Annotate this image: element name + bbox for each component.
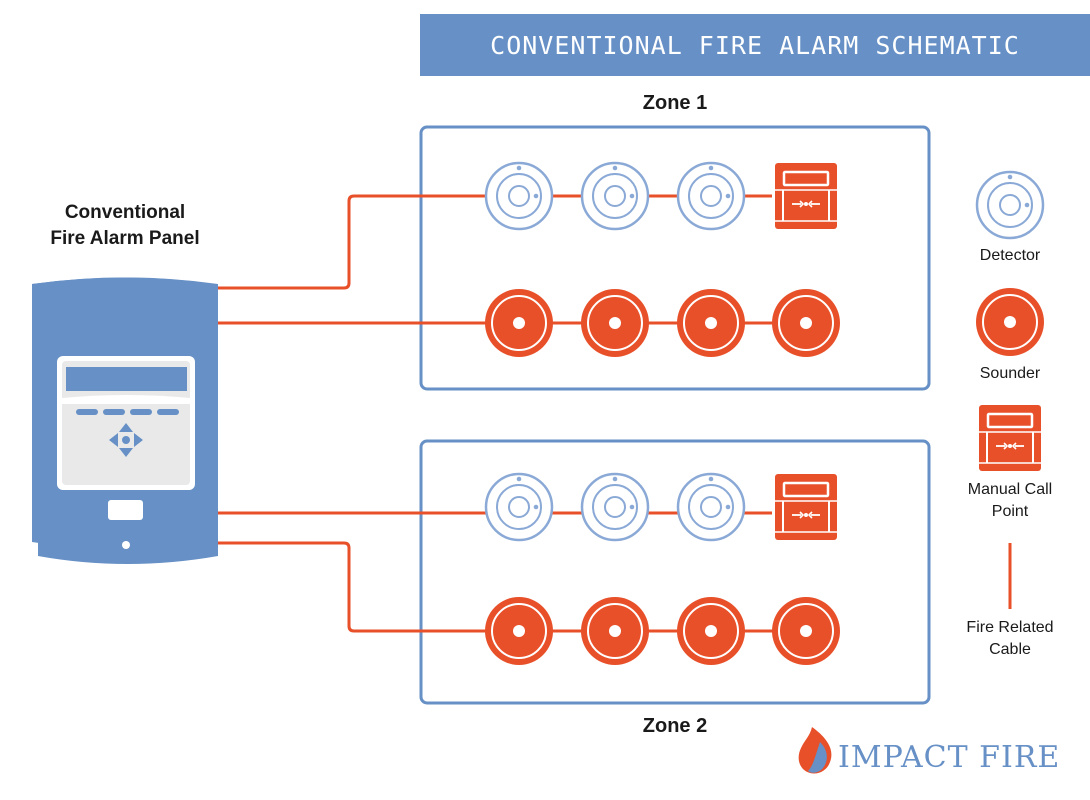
zone-2-detector (580, 472, 650, 542)
zone-1-manual-call-point (773, 161, 839, 231)
brand-name: IMPACT FIRE (838, 740, 1061, 775)
zone-2-detector (676, 472, 746, 542)
zone-1-sounder (771, 288, 841, 358)
zone-2-label: Zone 2 (642, 715, 708, 737)
zone-2-sounder (771, 596, 841, 666)
zone-1-detector (580, 161, 650, 231)
legend-mcp-line1: Manual Call (967, 481, 1053, 498)
panel-function-buttons (76, 409, 179, 415)
panel-lcd (66, 367, 187, 391)
legend-detector-icon (975, 170, 1045, 240)
panel-navigation-pad (109, 423, 143, 457)
title-banner: CONVENTIONAL FIRE ALARM SCHEMATIC (420, 14, 1090, 76)
cable-zone-2-sounders (215, 541, 810, 633)
diagram-title: CONVENTIONAL FIRE ALARM SCHEMATIC (490, 30, 1020, 60)
impact-fire-flame-logo (798, 727, 832, 774)
legend-cable-line1: Fire Related (966, 619, 1054, 636)
panel-title-line2: Fire Alarm Panel (50, 228, 200, 249)
zone-1-detector (676, 161, 746, 231)
legend-sounder-label: Sounder (979, 365, 1041, 382)
legend-cable-line2: Cable (989, 641, 1031, 658)
zone-2-box (419, 439, 931, 705)
zone-1-label: Zone 1 (642, 92, 708, 114)
legend-manual-call-point-icon (977, 403, 1043, 473)
zone-1-sounder (580, 288, 650, 358)
panel-key-slot (108, 500, 143, 520)
zone-2-sounder (580, 596, 650, 666)
legend-sounder-icon (975, 287, 1045, 357)
zone-1-sounder (484, 288, 554, 358)
zone-1-sounder (676, 288, 746, 358)
legend-detector-label: Detector (979, 247, 1041, 264)
zone-2-manual-call-point (773, 472, 839, 542)
zone-2-sounder (484, 596, 554, 666)
panel-title: Conventional Fire Alarm Panel (20, 200, 230, 252)
zone-1-box (419, 125, 931, 391)
legend-manual-call-point-label: Manual Call Point (940, 479, 1080, 523)
legend-mcp-line2: Point (991, 503, 1029, 520)
panel-title-line1: Conventional (64, 202, 186, 223)
zone-1-detector (484, 161, 554, 231)
legend-cable-label: Fire Related Cable (940, 617, 1080, 661)
cable-zone-1-detectors (215, 194, 772, 290)
panel-indicator-led (122, 541, 130, 549)
zone-2-sounder (676, 596, 746, 666)
zone-2-detector (484, 472, 554, 542)
fire-alarm-panel (32, 277, 218, 564)
